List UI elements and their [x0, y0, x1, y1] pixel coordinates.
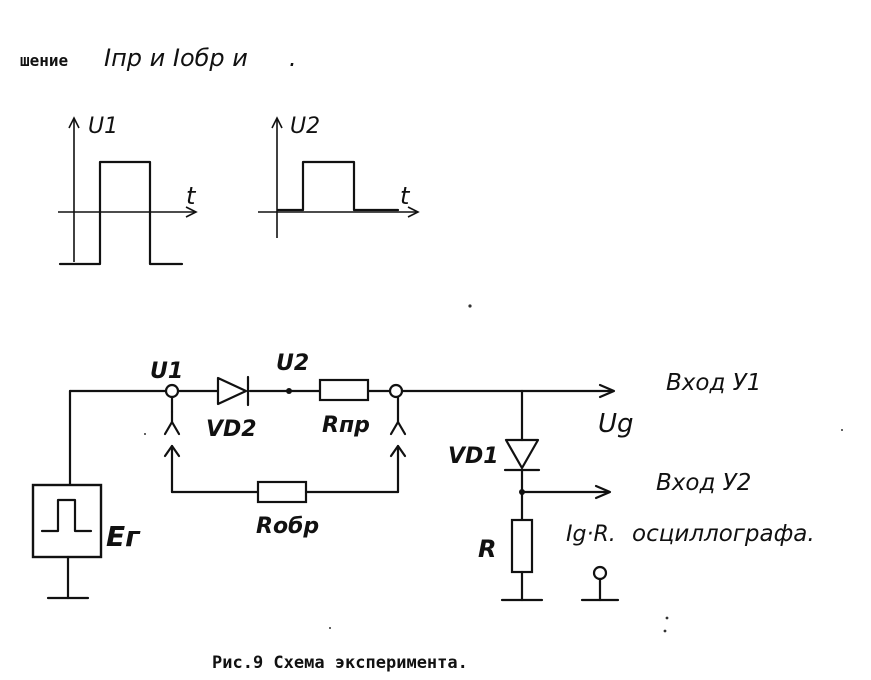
label-oscilloscope: осциллографа. [632, 521, 815, 547]
header-handwritten-text: Iпр и Iобр и [104, 44, 248, 72]
u2-y-axis-arrow [271, 116, 283, 129]
switch-right-upper-arrow [389, 420, 407, 436]
u1-y-label: U1 [88, 114, 118, 139]
diode-vd1-body [504, 438, 540, 470]
generator-pulse-icon [40, 498, 93, 533]
header-typed-text: шение [20, 51, 68, 70]
resistor-r-body [510, 518, 534, 574]
header-period: . [289, 44, 297, 72]
u2-x-label: t [400, 182, 411, 210]
label-input-y2: Вход У2 [656, 470, 751, 496]
node-u1-terminal [164, 383, 180, 399]
label-r: R [478, 535, 496, 563]
arrow-input-y2 [594, 484, 612, 500]
figure-caption: Рис.9 Схема эксперимента. [212, 653, 468, 673]
label-rpr: Rпр [322, 413, 370, 438]
node-right-terminal [388, 383, 404, 399]
resistor-robr-body [256, 480, 308, 504]
u2-y-label: U2 [290, 114, 320, 139]
u1-x-axis-arrow [185, 206, 198, 218]
label-current: Ig·R. [566, 522, 616, 547]
label-vd2: VD2 [206, 417, 257, 442]
label-u1: U1 [150, 359, 183, 384]
resistor-rpr-body [318, 378, 370, 402]
oscilloscope-ground-terminal [592, 565, 608, 581]
u2-pulse-trace [276, 160, 400, 212]
label-u2: U2 [276, 351, 309, 376]
label-vd1: VD1 [448, 444, 499, 469]
arrow-input-y1 [598, 383, 616, 399]
u1-pulse-trace [58, 160, 184, 266]
u1-x-label: t [186, 182, 197, 210]
circuit-schematic: U1 U2 VD2 Rпр Rобр Eг VD1 R Вход У1 Ug В… [31, 351, 815, 602]
u2-x-axis-arrow [407, 206, 420, 218]
label-input-y1: Вход У1 [666, 370, 761, 396]
label-ud: Ug [598, 409, 634, 439]
scan-noise [144, 304, 843, 633]
waveform-u1: U1 t [58, 114, 198, 266]
label-robr: Rобр [256, 514, 319, 539]
waveform-u2: U2 t [258, 114, 420, 238]
label-generator: Eг [106, 520, 141, 553]
generator-box [31, 483, 103, 559]
node-u2-dot [286, 388, 292, 394]
switch-left-upper-arrow [163, 420, 181, 436]
u1-y-axis-arrow [68, 116, 80, 129]
diode-vd2-body [216, 376, 248, 406]
